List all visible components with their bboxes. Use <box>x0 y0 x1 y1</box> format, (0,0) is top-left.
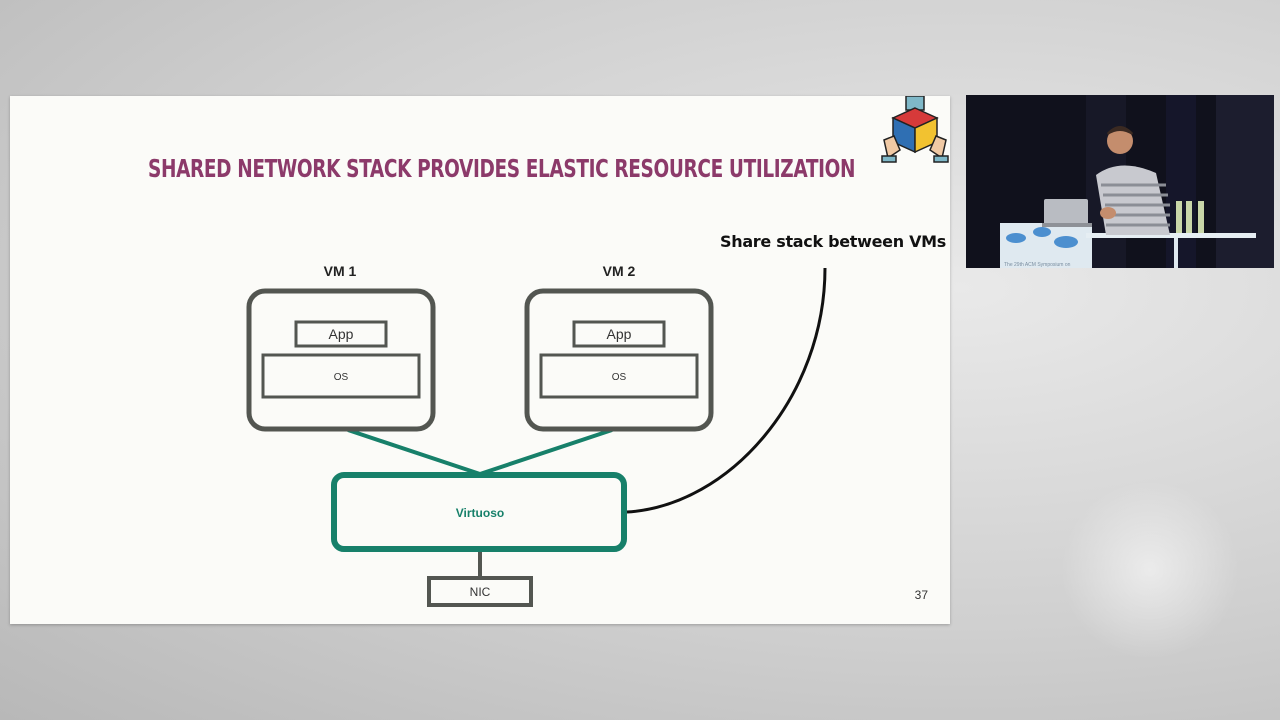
vm1-os-label: OS <box>334 372 349 383</box>
page-number: 37 <box>914 588 928 602</box>
vm2-os-box <box>539 353 699 399</box>
slide-title: Shared network stack provides elastic re… <box>148 154 856 183</box>
virtuoso-label: Virtuoso <box>456 506 504 520</box>
slide: Shared network stack provides elastic re… <box>10 96 950 624</box>
vm1-os-box <box>261 353 421 399</box>
vm2-box <box>524 288 714 432</box>
architecture-diagram: VM 1 App OS VM 2 App OS Virtuoso NIC <box>246 263 827 607</box>
nic-box <box>427 576 533 607</box>
virtuoso-box <box>331 472 627 552</box>
callout-text: Share stack between VMs <box>720 232 947 251</box>
background-glow <box>1060 480 1240 660</box>
conference-logo <box>881 96 949 163</box>
vm2-app-box <box>572 320 666 348</box>
vm1-app-box <box>294 320 388 348</box>
vm1-link <box>347 428 481 476</box>
vm1-box <box>246 288 436 432</box>
callout-curve <box>626 267 827 514</box>
video-banner-text: The 29th ACM Symposium on <box>1004 262 1071 268</box>
vm1-app-label: App <box>329 326 354 342</box>
speaker-video: The 29th ACM Symposium on <box>966 95 1274 268</box>
vm2-app-label: App <box>607 326 632 342</box>
vm2-link <box>479 428 613 476</box>
speaker-scene: The 29th ACM Symposium on <box>966 95 1274 268</box>
vm2-label: VM 2 <box>603 263 636 279</box>
vm2-os-label: OS <box>612 372 627 383</box>
vm1-label: VM 1 <box>324 263 357 279</box>
nic-label: NIC <box>470 585 491 599</box>
